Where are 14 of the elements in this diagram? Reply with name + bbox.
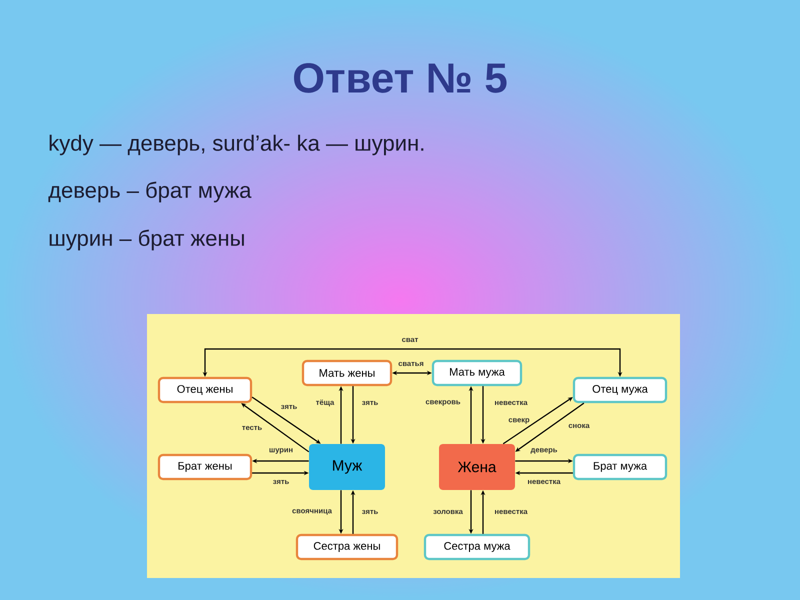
text-line: kydy — деверь, surd’ak- ka — шурин. <box>50 134 424 156</box>
relative-box: Сестра мужа <box>424 534 530 560</box>
text-line: шурин – брат жены <box>50 230 244 250</box>
text-line: деверь – брат мужа <box>48 182 252 202</box>
relative-box: Мать мужа <box>432 360 522 386</box>
relative-box: Брат мужа <box>572 454 668 480</box>
relative-box: Сестра жены <box>296 534 398 560</box>
husband-box: Муж <box>309 444 385 490</box>
relative-box: Брат жены <box>158 454 252 480</box>
relative-box: Мать жены <box>302 360 392 386</box>
title: Ответ № 5 <box>294 63 507 93</box>
relative-box: Отец мужа <box>572 376 668 404</box>
wife-box: Жена <box>439 444 515 490</box>
relative-box: Отец жены <box>158 376 252 404</box>
